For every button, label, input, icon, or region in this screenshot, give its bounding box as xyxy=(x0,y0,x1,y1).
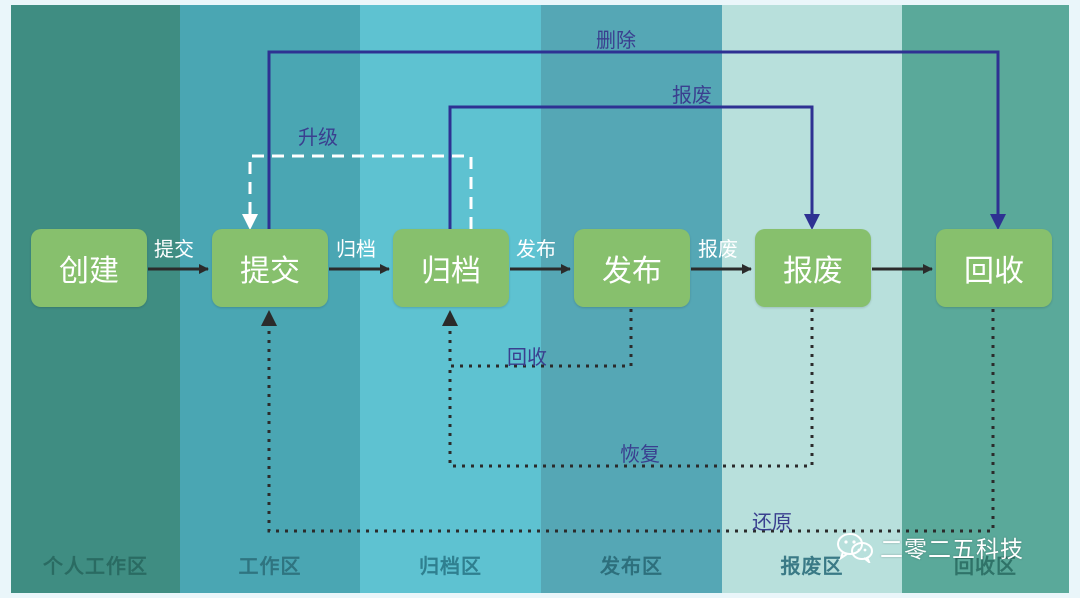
edge-label-archive-scrap: 报废 xyxy=(672,83,712,107)
zone-label: 个人工作区 xyxy=(43,554,148,578)
edge-recycle-submit xyxy=(261,309,995,533)
watermark-text: 二零二五科技 xyxy=(880,537,1024,563)
zone-label: 报废区 xyxy=(780,554,844,578)
edge-label-scrap-archive: 恢复 xyxy=(620,442,660,466)
edge-scrap-archive xyxy=(448,309,814,468)
edge-label-archive-submit: 升级 xyxy=(298,125,338,149)
node-create[interactable]: 创建 xyxy=(31,229,147,307)
edge-archive-submit xyxy=(242,154,473,230)
edge-label-recycle-submit: 还原 xyxy=(752,510,792,534)
edge-label-create-submit: 提交 xyxy=(154,237,194,261)
edge-archive-scrap xyxy=(448,105,820,230)
node-scrap[interactable]: 报废 xyxy=(755,229,871,307)
edge-label-publish-scrap: 报废 xyxy=(698,237,738,261)
watermark: 二零二五科技 xyxy=(836,530,1024,564)
zone-label: 回收区 xyxy=(954,554,1017,578)
edge-label-archive-publish: 发布 xyxy=(516,237,556,261)
node-recycle[interactable]: 回收 xyxy=(936,229,1052,307)
edge-label-submit-archive: 归档 xyxy=(336,237,376,261)
edge-submit-recycle xyxy=(267,50,1006,230)
zone-label: 工作区 xyxy=(238,554,302,578)
edge-publish-archive xyxy=(442,309,633,368)
node-submit[interactable]: 提交 xyxy=(212,229,328,307)
node-publish[interactable]: 发布 xyxy=(574,229,690,307)
zone-label: 发布区 xyxy=(600,554,663,578)
edge-label-publish-archive: 回收 xyxy=(507,345,547,369)
wechat-icon xyxy=(837,533,873,563)
zone-label: 归档区 xyxy=(419,554,482,578)
edge-label-submit-recycle: 删除 xyxy=(596,28,636,52)
node-archive[interactable]: 归档 xyxy=(393,229,509,307)
